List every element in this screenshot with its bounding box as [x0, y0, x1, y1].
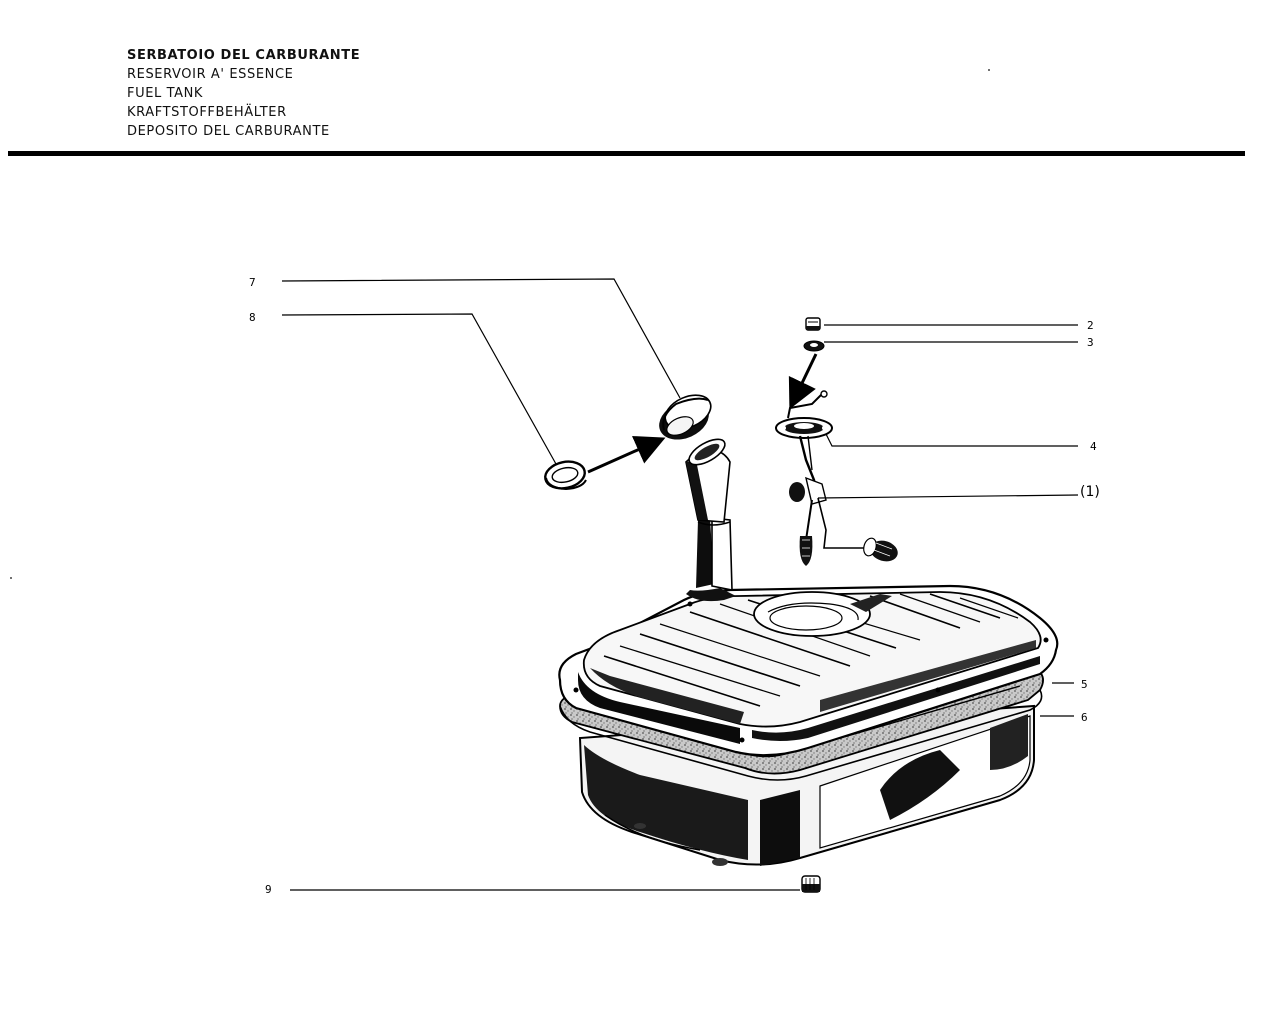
fuel-level-sender — [775, 390, 898, 566]
drain-plug — [801, 875, 821, 893]
callout-9: 9 — [265, 883, 272, 896]
callout-8: 8 — [249, 311, 256, 324]
tank-top-cover — [558, 584, 1059, 757]
header-divider — [8, 151, 1245, 156]
callout-1: (1) — [1080, 484, 1100, 500]
assembly-arrow — [788, 353, 818, 410]
filler-cap — [659, 394, 712, 440]
leader-lines — [281, 278, 1079, 891]
speck-mark — [988, 69, 990, 71]
title-italian: SERBATOIO DEL CARBURANTE — [127, 48, 361, 63]
callout-7: 7 — [249, 276, 256, 289]
assembly-arrow — [587, 436, 666, 474]
callout-2: 2 — [1087, 319, 1094, 332]
speck-mark — [10, 577, 12, 579]
fuel-float — [863, 537, 898, 562]
callout-3: 3 — [1087, 336, 1094, 349]
title-english: FUEL TANK — [127, 86, 204, 101]
title-spanish: DEPOSITO DEL CARBURANTE — [127, 124, 330, 139]
filler-neck-pipe — [685, 438, 733, 591]
cap-seal-ring — [544, 460, 587, 491]
title-german: KRAFTSTOFFBEHÄLTER — [127, 105, 287, 120]
title-block: SERBATOIO DEL CARBURANTE RESERVOIR A' ES… — [127, 46, 360, 141]
callout-6: 6 — [1081, 711, 1088, 724]
title-french: RESERVOIR A' ESSENCE — [127, 67, 294, 82]
callout-4: 4 — [1090, 440, 1097, 453]
sender-washer — [803, 340, 825, 352]
sender-screw — [805, 317, 821, 331]
callout-5: 5 — [1081, 678, 1088, 691]
